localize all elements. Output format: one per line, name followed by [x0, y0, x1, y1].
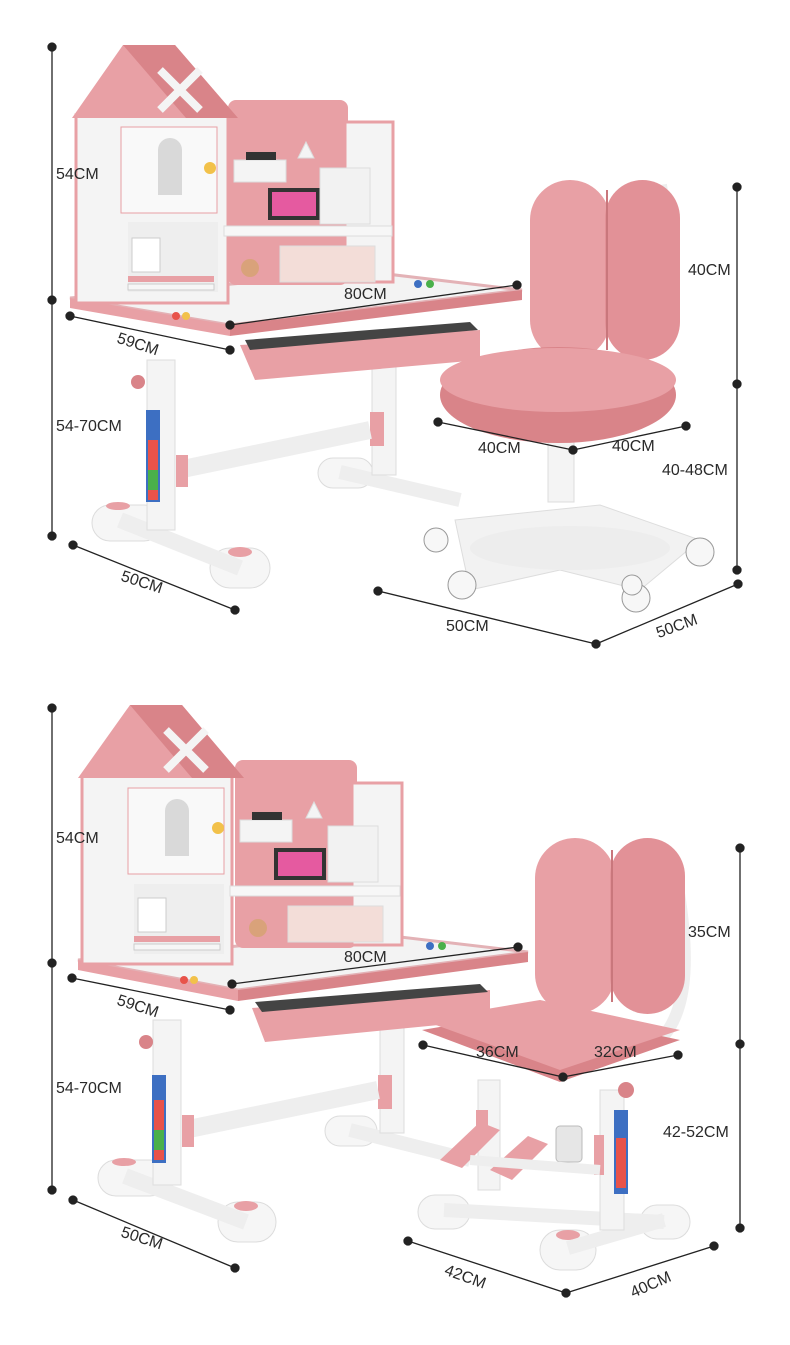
desk-illustration	[77, 705, 529, 1243]
chair-illustration	[417, 838, 691, 1271]
desk-height-range-label: 54-70CM	[56, 1080, 122, 1097]
desk-height-range-label: 54-70CM	[56, 418, 122, 435]
top-product-view: 54CM 54-70CM 80CM 59CM 50CM 40CM 40CM 40…	[0, 0, 790, 660]
desk-hutch-height-label: 54CM	[56, 166, 99, 183]
chair-back-height-label: 35CM	[688, 924, 731, 941]
bottom-illustration	[47, 703, 745, 1298]
desk-width-label: 80CM	[344, 949, 387, 966]
chair-seat-height-label: 42-52CM	[663, 1124, 729, 1141]
chair-seat-width-label: 40CM	[612, 438, 655, 455]
bottom-product-view: 54CM 54-70CM 80CM 59CM 50CM 35CM 36CM 32…	[0, 690, 790, 1345]
desk-hutch-height-label: 54CM	[56, 830, 99, 847]
chair-back-height-label: 40CM	[688, 262, 731, 279]
chair-seat-width-label: 32CM	[594, 1044, 637, 1061]
chair-seat-depth-label: 40CM	[478, 440, 521, 457]
chair-illustration	[423, 180, 715, 613]
desk-width-label: 80CM	[344, 286, 387, 303]
top-illustration	[47, 42, 743, 649]
chair-seat-height-label: 40-48CM	[662, 462, 728, 479]
chair-base-depth-label: 50CM	[446, 618, 489, 635]
desk-illustration	[69, 45, 523, 589]
chair-seat-depth-label: 36CM	[476, 1044, 519, 1061]
